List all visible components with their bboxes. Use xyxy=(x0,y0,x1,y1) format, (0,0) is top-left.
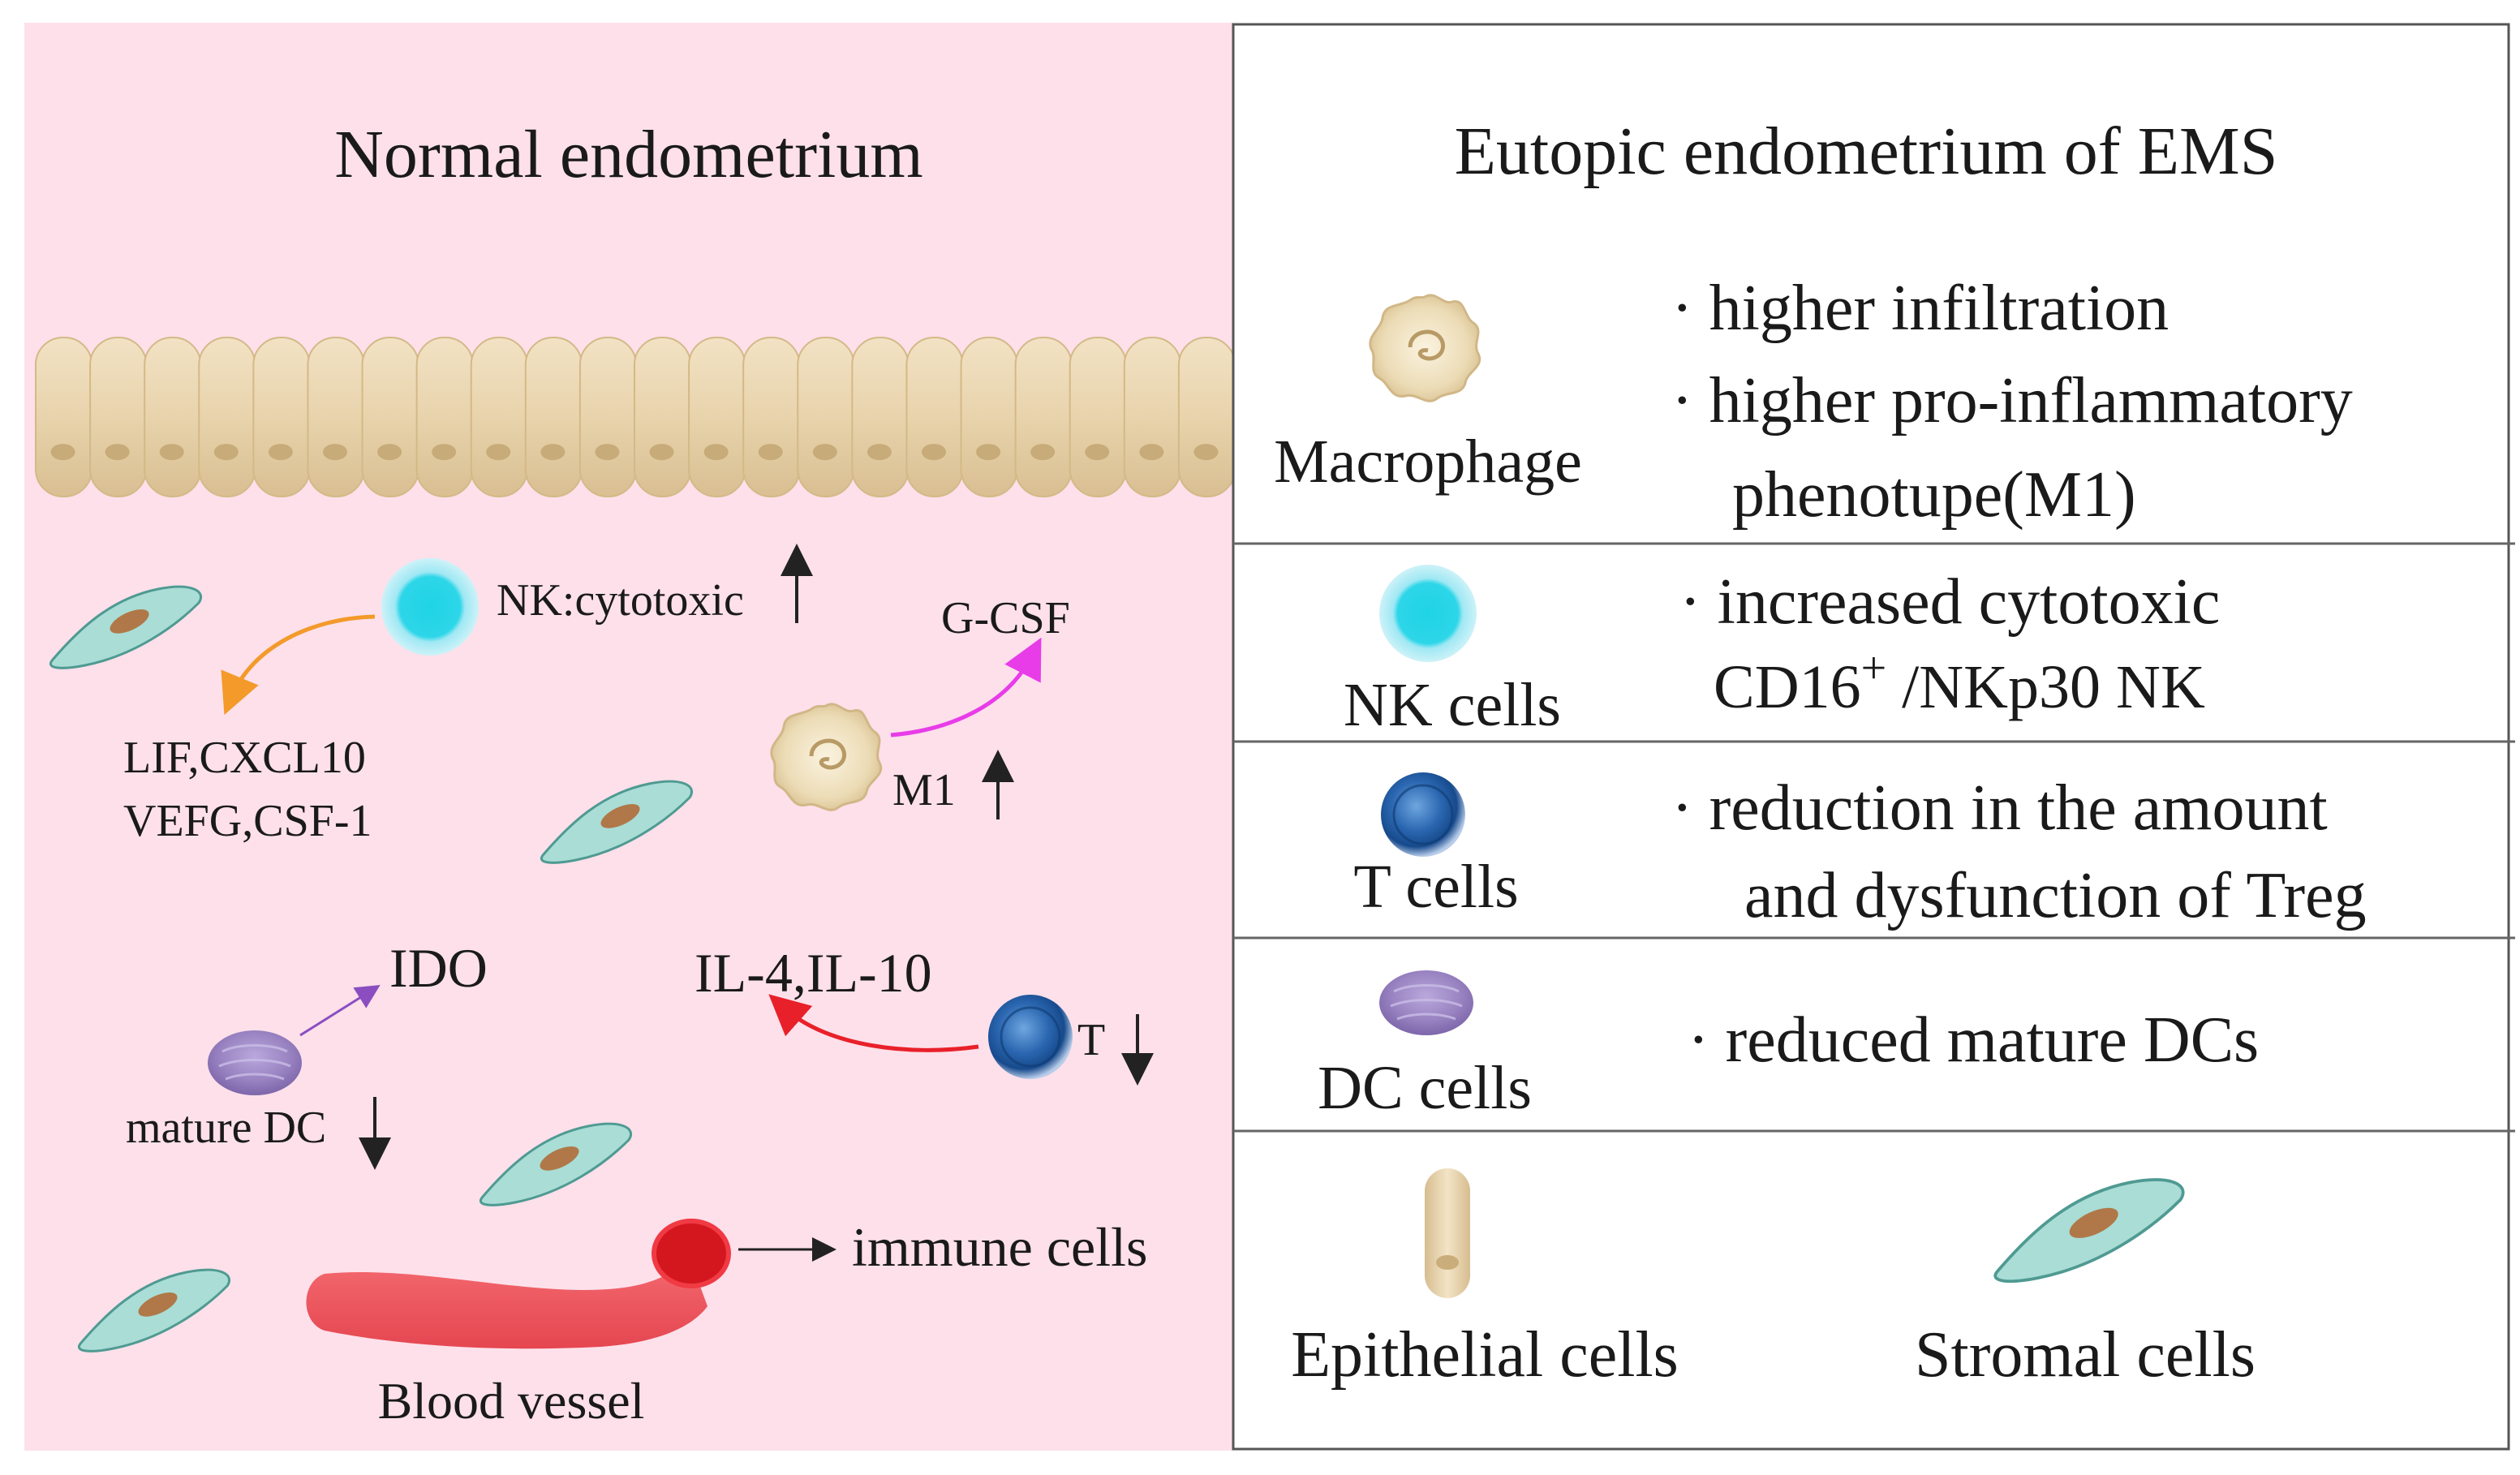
epithelial-cell-nucleus xyxy=(1193,444,1219,461)
epithelial-cells-label: Epithelial cells xyxy=(1291,1319,1679,1391)
epithelial-cell-nucleus xyxy=(377,444,402,461)
epithelial-cell-nucleus xyxy=(268,444,293,461)
m1-gcsf-arrow xyxy=(890,637,1042,738)
epithelial-cell xyxy=(634,337,692,497)
nk-nkp30: /NKp30 NK xyxy=(1886,653,2205,721)
nk-cd16: CD16 xyxy=(1714,653,1861,721)
epithelial-cell-nucleus xyxy=(50,444,75,461)
blood-vessel xyxy=(306,1258,707,1349)
blood-vessel-label: Blood vessel xyxy=(378,1372,645,1430)
dc-cells-label: DC cells xyxy=(1318,1054,1532,1122)
t-cells-label: T cells xyxy=(1353,853,1518,921)
epithelial-cell-nucleus xyxy=(105,444,130,461)
t-cell xyxy=(987,993,1074,1081)
epithelial-layer xyxy=(35,337,1236,497)
epithelial-cell xyxy=(252,337,311,497)
epithelial-cell-nucleus xyxy=(1085,444,1110,461)
epithelial-cell-nucleus xyxy=(323,444,347,461)
epithelial-cell xyxy=(578,337,638,497)
epithelial-cell xyxy=(797,337,855,497)
dc-ido-arrow xyxy=(299,985,381,1037)
right-panel-title: Eutopic endometrium of EMS xyxy=(1455,114,2278,189)
epithelial-cell xyxy=(35,337,93,497)
macrophage-finding-2: · higher pro-inflammatory xyxy=(1671,365,2353,436)
epithelial-cell xyxy=(742,337,801,497)
t-cell-icon xyxy=(1379,771,1467,858)
stromal-cells-label: Stromal cells xyxy=(1915,1319,2256,1391)
left-panel-background xyxy=(24,23,1233,1451)
epithelial-cell xyxy=(415,337,474,497)
immune-cells-label: immune cells xyxy=(852,1216,1147,1278)
epithelial-cell-nucleus xyxy=(213,444,239,461)
epithelial-cell-nucleus xyxy=(703,444,729,461)
epithelial-cell xyxy=(1014,337,1073,497)
epithelial-cell-nucleus xyxy=(540,444,565,461)
nk-cells-label: NK cells xyxy=(1344,671,1561,739)
epithelial-cell xyxy=(1123,337,1181,497)
mature-dc-label: mature DC xyxy=(126,1103,326,1153)
nk-factor-line1: LIF,CXCL10 xyxy=(123,733,366,783)
nk-finding-2: CD16+ /NKp30 NK xyxy=(1714,643,2205,721)
epithelial-cell-nucleus xyxy=(867,444,892,461)
epithelial-cell-nucleus xyxy=(812,444,837,461)
epithelial-cell xyxy=(524,337,583,497)
epithelial-cell-nucleus xyxy=(595,444,620,461)
t-finding-1: · reduction in the amount xyxy=(1671,772,2328,844)
macrophage-finding-3: phenotupe(M1) xyxy=(1732,459,2136,531)
m1-macrophage xyxy=(772,704,881,810)
epithelial-cell xyxy=(905,337,964,497)
t-il-arrow xyxy=(768,994,979,1052)
nk-cell xyxy=(381,558,479,656)
epithelial-cell-nucleus xyxy=(432,444,457,461)
ido-label: IDO xyxy=(389,937,488,999)
epithelial-cell-icon xyxy=(1425,1168,1470,1298)
epithelial-cell xyxy=(1177,337,1236,497)
nk-cytotoxic-label: NK:cytotoxic xyxy=(497,575,744,626)
il-label: IL-4,IL-10 xyxy=(695,942,932,1004)
epithelial-cell-nucleus xyxy=(976,444,1001,461)
epithelial-cell xyxy=(470,337,528,497)
epithelial-cell xyxy=(960,337,1018,497)
epithelial-cell-nucleus xyxy=(758,444,783,461)
epithelial-cell-nucleus xyxy=(1139,444,1164,461)
epithelial-cell xyxy=(1069,337,1127,497)
left-panel-title: Normal endometrium xyxy=(334,117,922,192)
macrophage-label: Macrophage xyxy=(1274,428,1582,496)
epithelial-cell-nucleus xyxy=(159,444,184,461)
epithelial-cell-nucleus xyxy=(649,444,674,461)
epithelial-cell xyxy=(361,337,419,497)
nk-cd16-superscript: + xyxy=(1861,643,1887,694)
blood-vessel-opening xyxy=(652,1219,731,1288)
macrophage-finding-1: · higher infiltration xyxy=(1671,273,2169,344)
epithelial-cell xyxy=(144,337,202,497)
nk-factor-arrow xyxy=(221,614,376,716)
epithelial-cell xyxy=(89,337,148,497)
epithelial-cell xyxy=(307,337,365,497)
epithelial-cell-nucleus xyxy=(486,444,511,461)
epithelial-cell-nucleus xyxy=(1436,1255,1459,1270)
m1-label: M1 xyxy=(892,765,956,815)
macrophage-icon xyxy=(1370,295,1480,401)
t-finding-2: and dysfunction of Treg xyxy=(1744,860,2367,931)
gcsf-label: G-CSF xyxy=(941,593,1070,643)
epithelial-cell xyxy=(851,337,910,497)
dc-finding-1: · reduced mature DCs xyxy=(1688,1004,2259,1076)
dc-cell-icon xyxy=(1378,969,1475,1037)
epithelial-cell xyxy=(688,337,746,497)
t-label: T xyxy=(1077,1015,1105,1065)
nk-finding-1: · increased cytotoxic xyxy=(1679,566,2220,638)
epithelial-cell-nucleus xyxy=(1030,444,1056,461)
nk-cell-icon xyxy=(1379,565,1477,662)
epithelial-cell xyxy=(198,337,256,497)
nk-factor-line2: VEFG,CSF-1 xyxy=(123,796,372,846)
epithelial-cell-nucleus xyxy=(922,444,946,461)
mature-dc-cell xyxy=(206,1029,303,1097)
